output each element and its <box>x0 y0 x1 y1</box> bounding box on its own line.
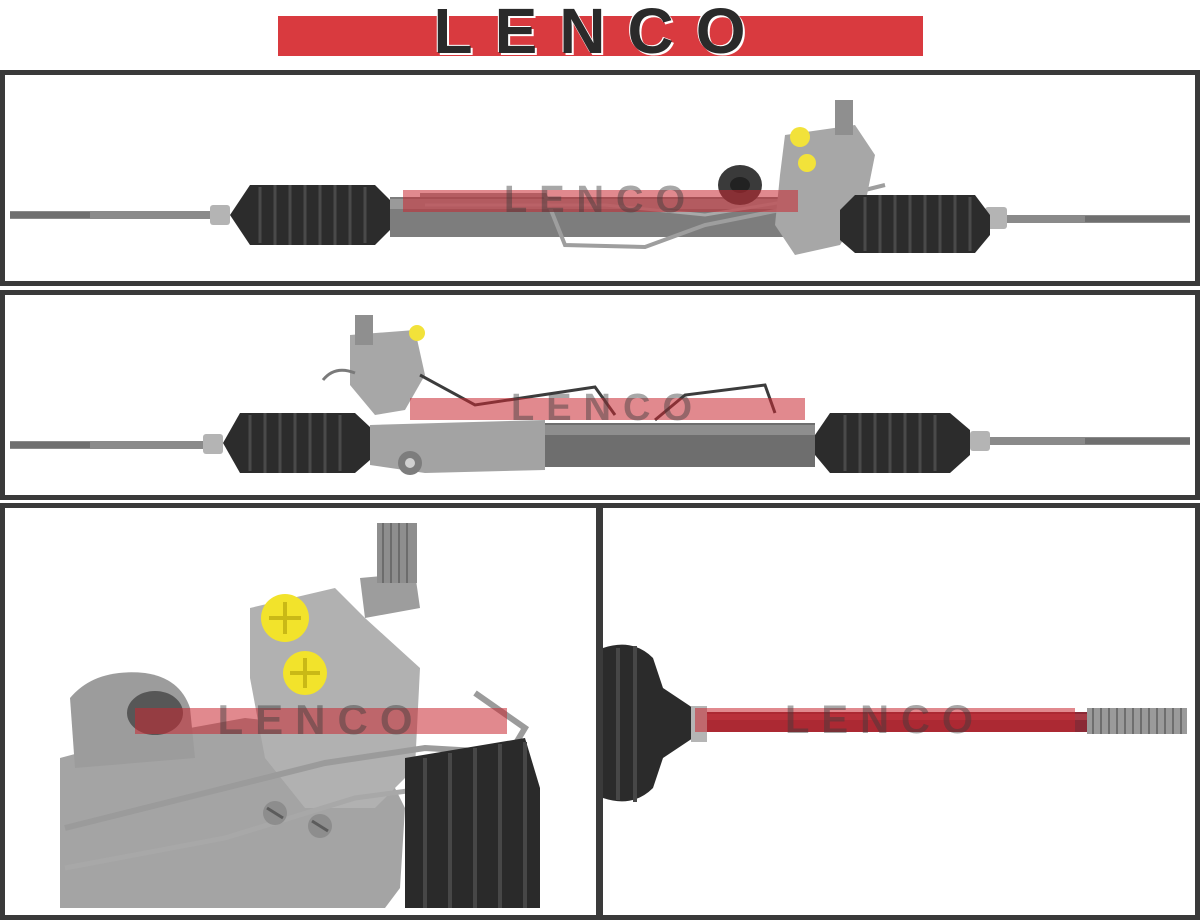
watermark-logo: LENCO <box>217 696 425 743</box>
watermark-red-band <box>135 708 507 734</box>
brand-logo: LENCO <box>433 0 768 67</box>
watermark-logo: LENCO <box>785 698 985 742</box>
logo-red-bar <box>278 16 923 56</box>
photo-panel-rear-view: LENCO <box>0 290 1200 500</box>
watermark-red-band <box>410 398 805 420</box>
watermark-logo: LENCO <box>511 387 704 429</box>
valve-housing-closeup-image <box>60 523 540 908</box>
watermark-logo: LENCO <box>504 179 697 221</box>
watermark-red-band <box>695 708 1075 732</box>
steering-rack-rear-image <box>10 315 1190 475</box>
watermark-red-band <box>403 190 798 212</box>
photo-panel-valve-closeup: LENCO <box>0 503 601 920</box>
photo-panel-front-view: LENCO <box>0 70 1200 286</box>
photo-panel-tierod-closeup: LENCO <box>598 503 1200 920</box>
